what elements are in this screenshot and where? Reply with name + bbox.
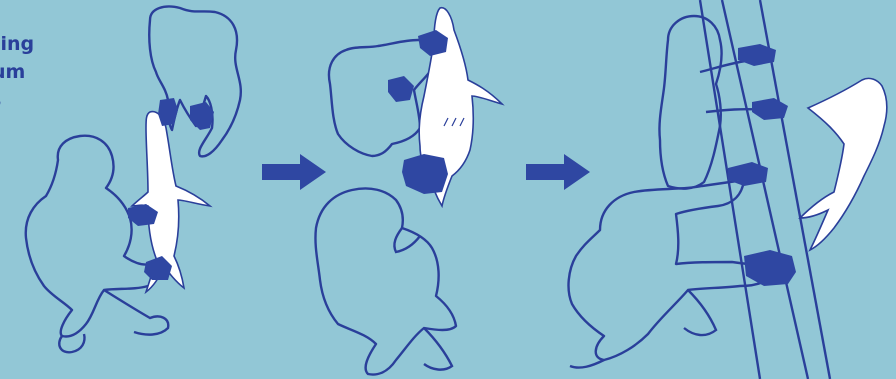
panel-step-1 xyxy=(26,7,241,353)
standing-person-outline xyxy=(659,16,721,189)
panel-step-2 xyxy=(315,8,502,375)
gloved-hand-icon xyxy=(738,44,776,66)
gloved-hand-icon xyxy=(158,98,178,126)
crouching-person-outline xyxy=(569,180,776,360)
gloved-hand-icon xyxy=(752,98,788,120)
kneeling-person-leg xyxy=(424,328,452,370)
gloved-hand-icon xyxy=(744,250,796,286)
kneeling-person-arm xyxy=(394,228,420,252)
gloved-hands xyxy=(728,44,796,286)
kneeling-person-leg xyxy=(104,290,168,335)
crouching-person-leg xyxy=(570,290,716,368)
gloved-hand-icon xyxy=(388,76,414,102)
panel-step-3 xyxy=(569,0,887,379)
arrow-right-icon xyxy=(262,154,326,190)
shark-icon xyxy=(800,78,887,250)
kneeling-person-outline xyxy=(315,188,456,374)
gloved-hand-icon xyxy=(402,154,448,194)
kneeling-person-outline xyxy=(26,136,157,337)
arrow-right-icon xyxy=(526,154,590,190)
